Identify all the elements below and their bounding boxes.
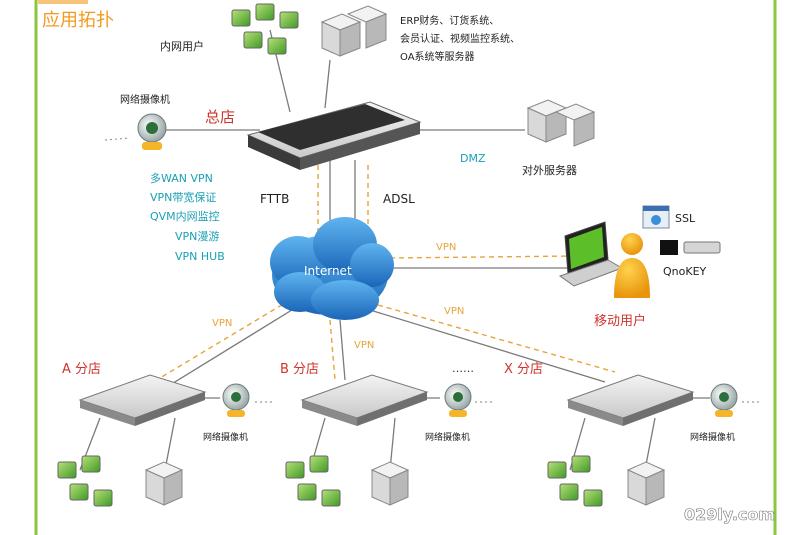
- fttb-label: FTTB: [260, 192, 289, 206]
- branch-x-router: [566, 374, 695, 426]
- tail-hq-camera: [104, 137, 131, 141]
- mobile-person: [614, 233, 650, 298]
- internet-label: Internet: [304, 264, 352, 278]
- feature-vpn-hub: VPN HUB: [175, 250, 225, 263]
- branch-b-camera: [444, 383, 472, 417]
- branch-x-label: X 分店: [504, 362, 543, 377]
- external-server-stack: [526, 99, 596, 147]
- feature-qvm-monitor: QVM内网监控: [150, 209, 220, 223]
- link-branch-x: [369, 309, 606, 383]
- title-bar: [38, 0, 88, 4]
- dotted-tails: [104, 137, 762, 403]
- mobile-laptop: [558, 221, 624, 287]
- vpn-label-b: VPN: [354, 340, 374, 351]
- link-branch-a: [169, 304, 301, 386]
- diagram-title: 应用拓扑: [42, 10, 114, 31]
- branch-x-servers: [626, 461, 666, 506]
- link-erp-servers: [324, 59, 331, 109]
- feature-multi-wan-vpn: 多WAN VPN: [150, 171, 213, 185]
- erp-label-line-2: 会员认证、视频监控系统、: [400, 32, 520, 45]
- vpn-tunnel-b: [329, 319, 336, 381]
- dmz-label: DMZ: [460, 152, 486, 165]
- external-servers-label: 对外服务器: [522, 163, 577, 177]
- branch-a-camera-label: 网络摄像机: [203, 431, 248, 443]
- branch-a-router: [78, 374, 207, 426]
- watermark: 029ly.com: [684, 505, 775, 524]
- ssl-label: SSL: [675, 212, 696, 225]
- branch-x-camera-label: 网络摄像机: [690, 431, 735, 443]
- hq-camera: [137, 113, 167, 150]
- feature-vpn-bandwidth: VPN带宽保证: [150, 190, 216, 204]
- hq-router: [246, 101, 422, 170]
- adsl-label: ADSL: [383, 192, 415, 206]
- vpn-tunnels: [159, 165, 616, 381]
- branch-a-computers: [57, 455, 113, 507]
- ssl-icon: [642, 205, 670, 229]
- internal-users-computers: [231, 3, 299, 55]
- vpn-label-mobile: VPN: [436, 242, 456, 253]
- qnokey-icon: [660, 240, 721, 255]
- vpn-tunnel-a: [159, 299, 291, 379]
- erp-label-line-3: OA系统等服务器: [400, 50, 475, 63]
- link-x-servers: [644, 417, 656, 471]
- qnokey-label: QnoKEY: [663, 265, 707, 278]
- branch-b-router: [300, 374, 429, 426]
- internet-cloud: [270, 217, 394, 320]
- branch-a-label: A 分店: [62, 362, 101, 377]
- branch-x-computers: [547, 455, 603, 507]
- branch-a-camera: [222, 383, 250, 417]
- hq-label: 总店: [205, 108, 235, 126]
- branch-b-servers: [370, 461, 410, 506]
- branch-b-camera-label: 网络摄像机: [425, 431, 470, 443]
- erp-label-line-1: ERP财务、订货系统、: [400, 14, 499, 27]
- mobile-users-label: 移动用户: [594, 313, 646, 329]
- internal-users-label: 内网用户: [160, 39, 204, 53]
- vpn-label-x: VPN: [444, 306, 464, 317]
- link-branch-b: [339, 319, 346, 381]
- branch-a-servers: [144, 461, 184, 506]
- hq-camera-label: 网络摄像机: [120, 93, 170, 106]
- branch-b-computers: [285, 455, 341, 507]
- feature-vpn-roaming: VPN漫游: [175, 229, 219, 243]
- link-b-servers: [389, 417, 396, 471]
- link-a-servers: [164, 417, 176, 471]
- erp-server-stack: [320, 5, 388, 57]
- vpn-tunnel-mobile: [389, 255, 576, 259]
- branch-b-label: B 分店: [280, 362, 319, 377]
- branch-x-camera: [710, 383, 738, 417]
- branch-dots: ……: [452, 362, 474, 375]
- vpn-tunnel-x: [377, 304, 616, 373]
- vpn-label-a: VPN: [212, 318, 232, 329]
